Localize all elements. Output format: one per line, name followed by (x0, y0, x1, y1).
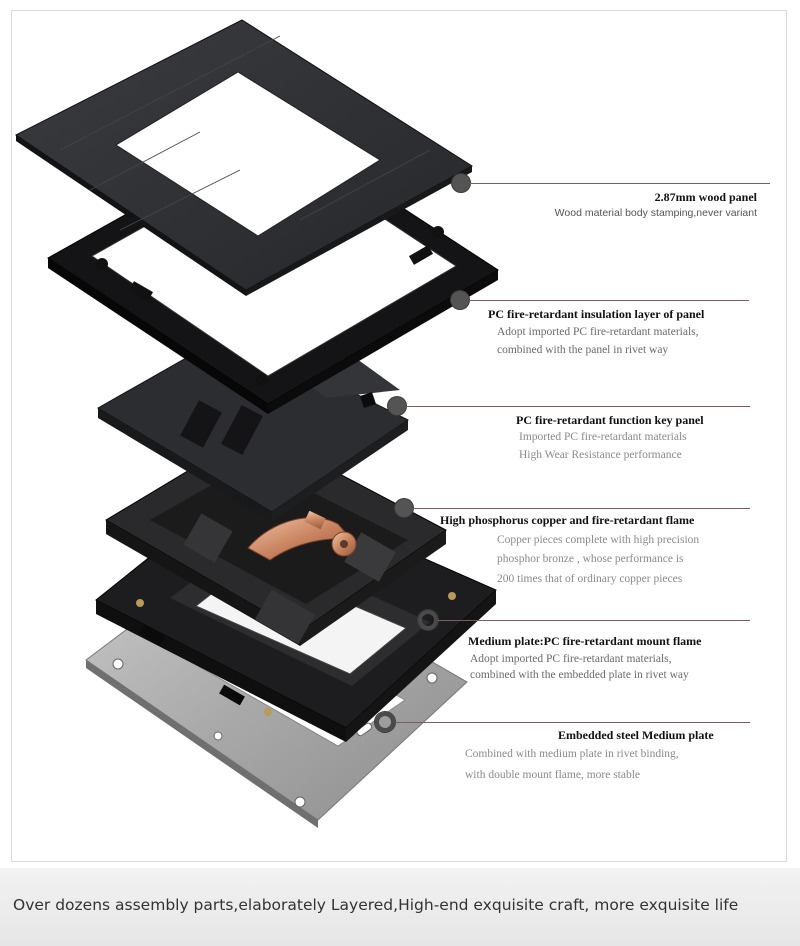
callout-desc-4-line-1: Copper pieces complete with high precisi… (497, 534, 700, 546)
callout-dot-1 (452, 174, 470, 192)
callout-dot-2 (451, 291, 469, 309)
callout-desc-4-line-2: phosphor bronze , whose performance is (497, 553, 684, 565)
callout-line-5 (438, 620, 750, 621)
footer-banner: Over dozens assembly parts,elaborately L… (0, 868, 800, 946)
callout-dot-3 (388, 397, 406, 415)
callout-line-1 (470, 183, 770, 184)
callout-dot-4 (395, 499, 413, 517)
footer-tagline: Over dozens assembly parts,elaborately L… (13, 896, 739, 914)
callout-line-4 (413, 508, 750, 509)
callout-desc-5-line-1: Adopt imported PC fire-retardant materia… (470, 653, 672, 665)
callout-desc-2-line-2: combined with the panel in rivet way (497, 344, 669, 356)
callout-desc-5-line-2: combined with the embedded plate in rive… (470, 669, 689, 681)
callout-line-6 (395, 722, 750, 723)
exploded-socket-diagram (15, 19, 499, 828)
callout-title-5: Medium plate:PC fire-retardant mount fla… (468, 634, 702, 648)
callout-desc-4-line-3: 200 times that of ordinary copper pieces (497, 573, 683, 585)
callout-desc-6-line-2: with double mount flame, more stable (465, 769, 641, 781)
callout-desc-1-line-1: Wood material body stamping,never varian… (554, 207, 757, 219)
wood-panel-part (15, 19, 473, 296)
callout-line-2 (469, 300, 749, 301)
callout-line-3 (406, 406, 750, 407)
callout-title-6: Embedded steel Medium plate (558, 728, 714, 742)
callout-title-1: 2.87mm wood panel (654, 190, 757, 204)
callout-desc-2-line-1: Adopt imported PC fire-retardant materia… (497, 326, 699, 338)
copper-function-part (105, 429, 447, 646)
callout-dot-6 (375, 712, 395, 732)
callout-dot-5 (418, 610, 438, 630)
callout-title-3: PC fire-retardant function key panel (516, 413, 704, 427)
callout-desc-3-line-1: Imported PC fire-retardant materials (519, 431, 687, 443)
callout-desc-6-line-1: Combined with medium plate in rivet bind… (465, 748, 679, 760)
callout-title-4: High phosphorus copper and fire-retardan… (440, 513, 695, 527)
callout-title-2: PC fire-retardant insulation layer of pa… (488, 307, 705, 321)
callout-desc-3-line-2: High Wear Resistance performance (519, 449, 682, 461)
